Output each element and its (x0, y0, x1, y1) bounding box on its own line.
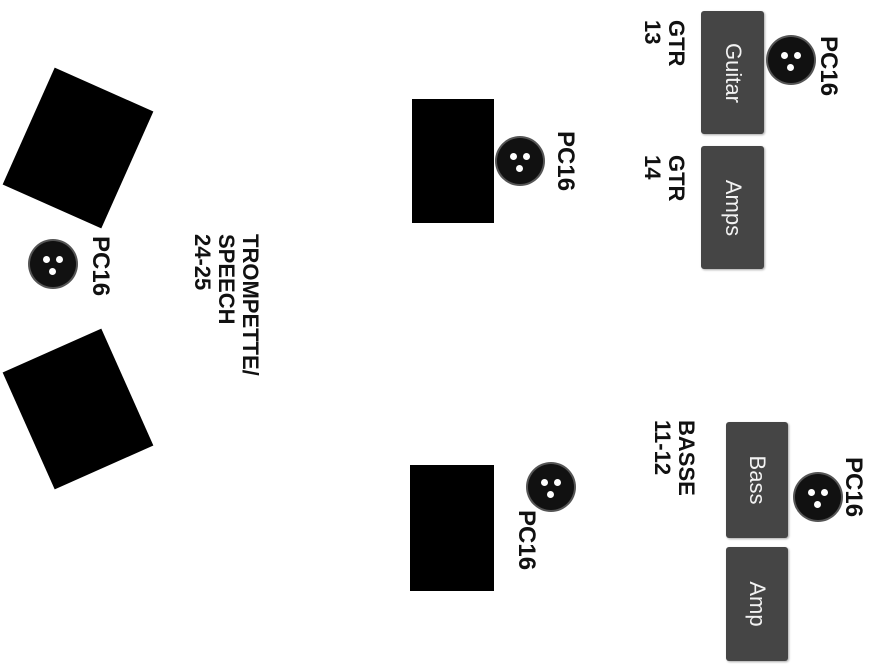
amps-cabinet: Amps (701, 146, 764, 269)
channel-label-line: GTR (664, 20, 689, 67)
monitor-wedge-center-bottom (410, 465, 494, 591)
pc16-label-center-top: PC16 (552, 131, 579, 192)
channel-label-gtr-13: GTR 13 (640, 20, 689, 67)
channel-label-line: 11-12 (650, 420, 675, 476)
xlr-mic-icon (795, 474, 841, 520)
bass-cabinet-label: Amp (745, 581, 770, 627)
channel-label-line: GTR (664, 155, 689, 202)
channel-label-line: 14 (640, 155, 665, 180)
monitor-wedge-left-bottom (2, 328, 154, 490)
guitar-amp: Guitar (701, 11, 764, 134)
channel-label-line: BASSE (674, 420, 699, 496)
channel-label-line: 24-25 (190, 234, 215, 291)
bass-cabinet: Amp (726, 547, 788, 661)
pc16-label-trumpet: PC16 (87, 236, 114, 297)
channel-label-line: SPEECH (214, 234, 239, 325)
channel-label-line: 13 (640, 20, 665, 45)
xlr-mic-icon (768, 37, 814, 83)
pc16-label-guitar: PC16 (815, 36, 842, 97)
channel-label-trompette: TROMPETTE/ SPEECH 24-25 (190, 234, 263, 376)
guitar-amp-label: Guitar (720, 42, 746, 103)
pc16-label-center-bottom: PC16 (513, 510, 540, 571)
channel-label-basse: BASSE 11-12 (650, 420, 699, 496)
amps-cabinet-label: Amps (720, 179, 746, 236)
pc16-label-bass: PC16 (840, 457, 867, 518)
channel-label-line: TROMPETTE/ (238, 234, 263, 376)
bass-amp-label: Bass (745, 455, 770, 505)
monitor-wedge-center-top (412, 99, 494, 223)
xlr-mic-icon (30, 241, 76, 287)
xlr-mic-icon (497, 138, 543, 184)
channel-label-gtr-14: GTR 14 (640, 155, 689, 202)
monitor-wedge-left-top (2, 67, 154, 229)
bass-amp: Bass (726, 422, 788, 538)
xlr-mic-icon (528, 464, 574, 510)
